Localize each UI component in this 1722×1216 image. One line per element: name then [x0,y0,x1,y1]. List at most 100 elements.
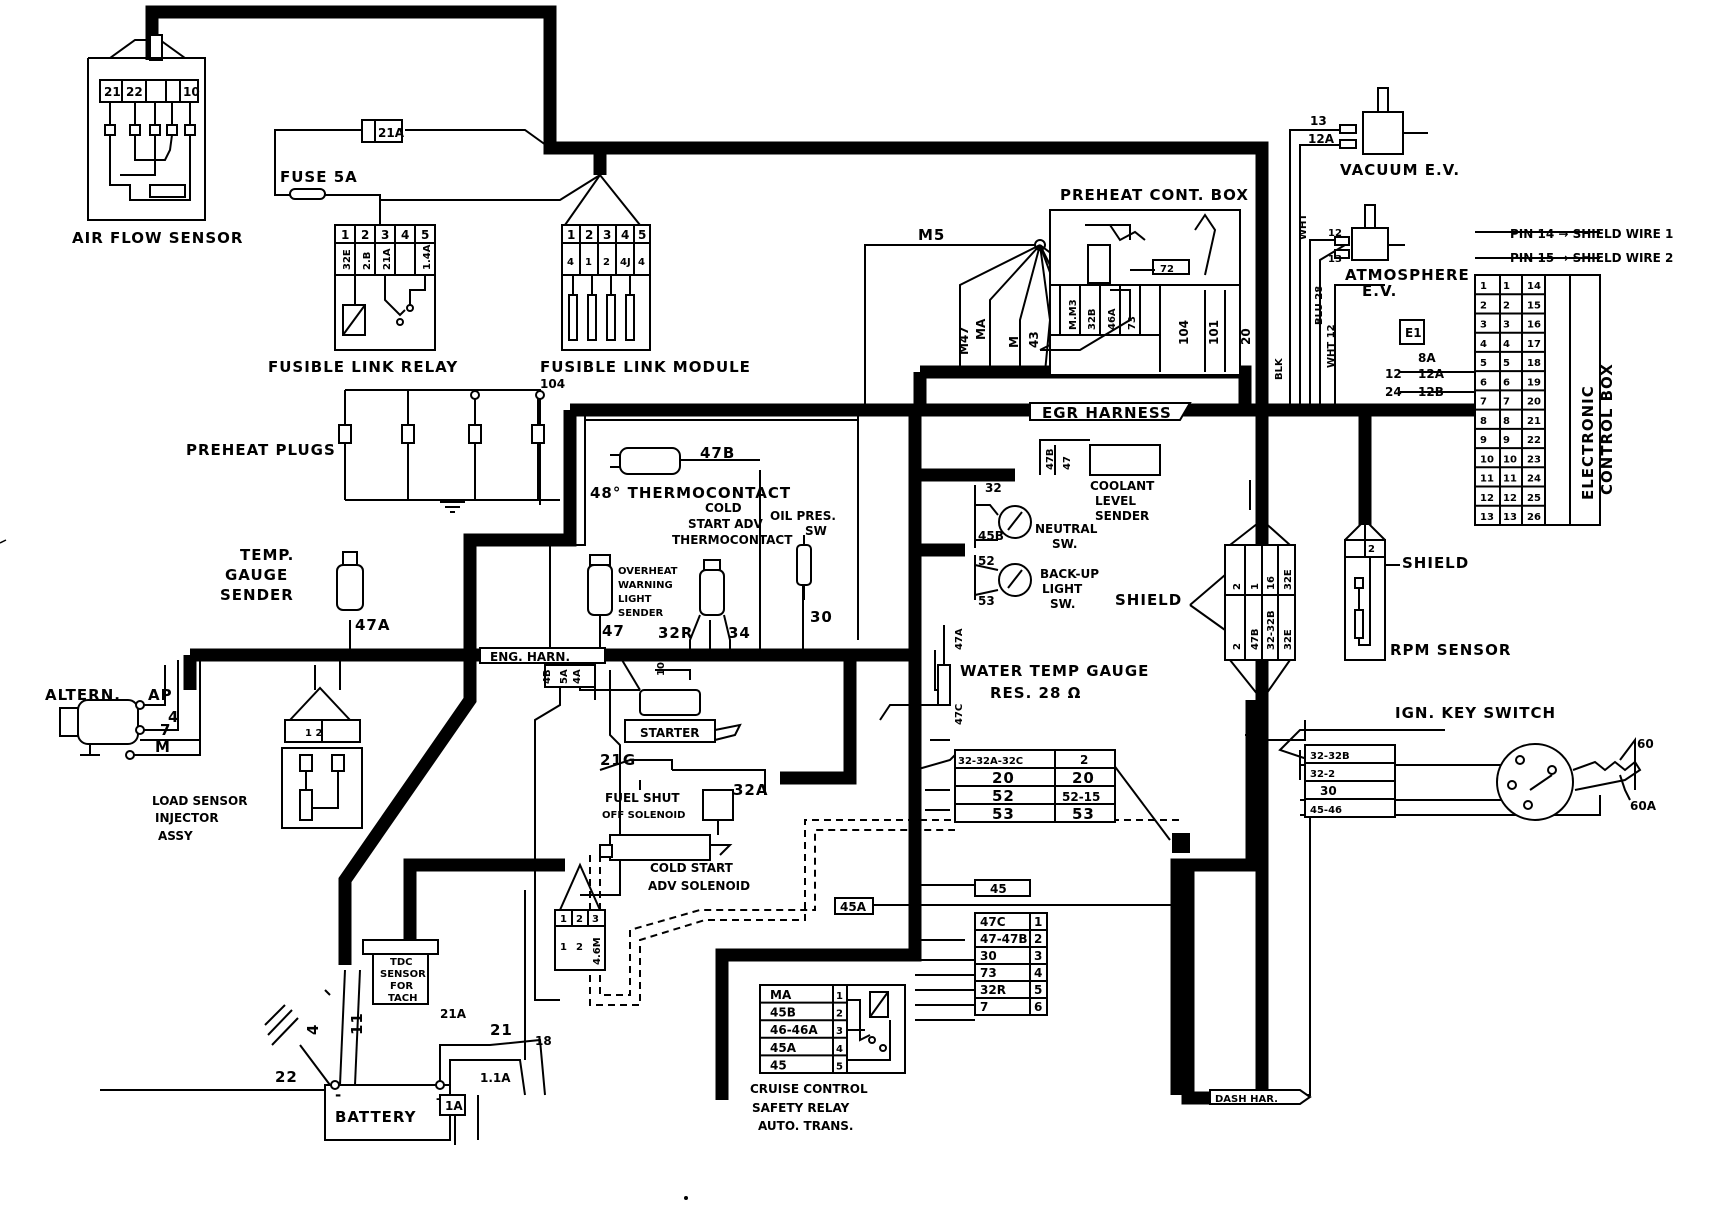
svg-text:18: 18 [535,1034,552,1048]
svg-text:104: 104 [540,377,565,391]
ecb-pin: 3 [1503,320,1510,331]
label-cold-start-adv-sol-1: COLD START [650,861,734,875]
svg-text:20: 20 [1072,769,1095,787]
backup-light-switch: 52 53 [974,554,1032,608]
svg-text:21: 21 [490,1021,513,1039]
dash-cell: 47C [980,915,1006,929]
thin-wiring [100,129,1636,1145]
label-temp-gauge-3: SENDER [220,586,294,604]
label-temp-gauge-1: TEMP. [240,546,294,564]
svg-text:32E: 32E [342,249,353,270]
cruise-pin: 1 [836,991,843,1002]
svg-text:13: 13 [1310,114,1327,128]
label-water-temp-2: RES. 28 Ω [990,684,1081,702]
svg-text:1: 1 [341,228,349,242]
svg-text:21A: 21A [382,248,393,270]
fuse-5a [289,188,326,200]
svg-text:2: 2 [576,942,583,953]
svg-text:30: 30 [1320,784,1337,798]
svg-text:16: 16 [1266,576,1277,590]
svg-text:12B: 12B [1418,385,1444,399]
dash-cell: 7 [980,1000,988,1014]
neutral-switch: 32 45B [974,481,1032,548]
svg-text:46A: 46A [1107,308,1118,330]
svg-text:21A: 21A [440,1007,467,1021]
svg-text:32A: 32A [733,781,768,799]
svg-text:47C: 47C [954,704,965,725]
svg-text:32-32B: 32-32B [1310,751,1350,762]
ecb-pin: 9 [1503,435,1510,446]
label-rpm-sensor: RPM SENSOR [1390,641,1511,659]
label-pin14: PIN 14 → SHIELD WIRE 1 [1510,227,1673,241]
svg-text:M: M [155,738,171,756]
dash-pin: 3 [1034,949,1042,963]
cruise-pin: 2 [836,1009,843,1020]
dash-cell: 30 [980,949,997,963]
cruise-pin: 3 [836,1026,843,1037]
svg-text:5: 5 [638,228,646,242]
label-temp-gauge-2: GAUGE [225,566,288,584]
svg-text:72: 72 [1160,264,1174,275]
label-overheat-4: SENDER [618,608,664,619]
air-flow-sensor: 21 22 10 [87,34,206,221]
svg-text:47B: 47B [700,444,735,462]
svg-text:5: 5 [421,228,429,242]
svg-text:45A: 45A [840,900,867,914]
cruise-pin: 5 [836,1061,843,1072]
svg-text:1.1A: 1.1A [480,1071,511,1085]
ecb-pin: 8 [1480,416,1487,427]
svg-text:53: 53 [1072,805,1095,823]
svg-text:53: 53 [992,805,1015,823]
svg-text:52-15: 52-15 [1062,790,1100,804]
svg-text:BLU 28: BLU 28 [1314,286,1325,325]
svg-text:1: 1 [560,942,567,953]
ecb-pin: 16 [1527,320,1541,331]
label-oil-pres-2: SW [805,524,827,538]
label-atmosphere-ev-2: E.V. [1362,282,1397,300]
svg-text:47B: 47B [1250,628,1261,650]
svg-text:53: 53 [978,594,995,608]
svg-text:2: 2 [576,914,583,925]
water-temp-gauge: 47A 47C [937,625,965,725]
ecb-pin: 19 [1527,377,1541,388]
label-load-sensor-2: INJECTOR [155,811,219,825]
dash-pin: 1 [1034,915,1042,929]
svg-text:52: 52 [992,787,1015,805]
svg-text:DASH HAR.: DASH HAR. [1215,1094,1278,1105]
svg-text:TDC: TDC [390,957,412,968]
svg-text:32-32A-32C: 32-32A-32C [958,756,1023,767]
label-coolant-2: LEVEL [1095,494,1136,508]
ecb-pin: 2 [1503,300,1510,311]
thermocontact: 47B [610,444,735,475]
svg-text:24: 24 [1385,385,1402,399]
label-water-temp-1: WATER TEMP GAUGE [960,662,1149,680]
ecb-pin: 7 [1480,397,1487,408]
ecb-pin: 26 [1527,512,1541,523]
svg-text:1: 1 [560,914,567,925]
svg-text:4B: 4B [542,669,553,684]
svg-text:7: 7 [160,721,171,739]
ecb-pin: 4 [1480,339,1487,350]
svg-text:32R: 32R [658,624,693,642]
label-cold-start-adv-thermocontact-2: START ADV [688,517,763,531]
svg-text:34: 34 [728,624,751,642]
fusible-link-relay: 1 2 3 4 5 32E 2.B 21A 1.4A [334,224,436,351]
ecb-pin: 6 [1480,377,1487,388]
label-overheat-2: WARNING [618,580,673,591]
svg-text:30: 30 [810,608,833,626]
ecb-pin: 14 [1527,281,1541,292]
ecb-pin: 11 [1503,474,1517,485]
label-altern: ALTERN. [45,686,121,704]
svg-text:M: M [1007,336,1021,348]
label-overheat-1: OVERHEAT [618,566,678,577]
svg-text:45: 45 [990,882,1007,896]
overheat-warning-sender: 47 [587,554,624,640]
ecb-pin: 1 [1503,281,1510,292]
label-coolant-1: COOLANT [1090,479,1155,493]
label-cold-start-adv-sol-2: ADV SOLENOID [648,879,750,893]
svg-text:32: 32 [985,481,1002,495]
svg-text:21G: 21G [600,751,636,769]
svg-text:32E: 32E [1283,629,1294,650]
dash-pin: 2 [1034,932,1042,946]
